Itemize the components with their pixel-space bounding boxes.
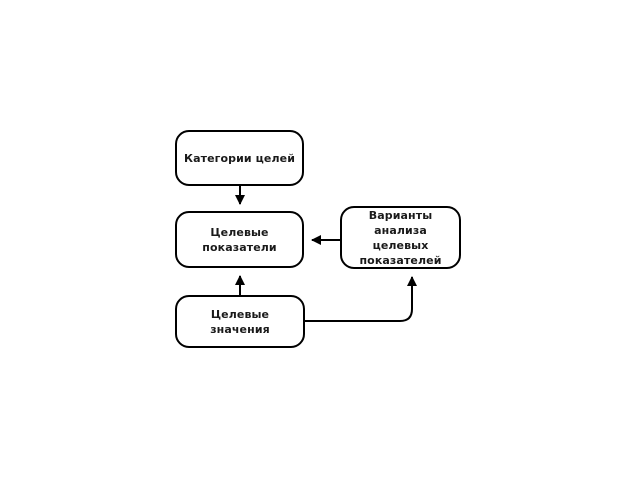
node-target-indicators-label: Целевые показатели [202,225,277,254]
node-analysis-options[interactable]: Варианты анализа целевых показателей [340,206,461,269]
node-target-values[interactable]: Целевые значения [175,295,305,348]
edge-values-to-options [305,276,417,322]
node-target-values-label: Целевые значения [210,307,270,336]
node-goal-categories[interactable]: Категории целей [175,130,304,186]
node-analysis-options-label: Варианты анализа целевых показателей [359,208,442,267]
node-goal-categories-label: Категории целей [183,151,295,165]
node-target-indicators[interactable]: Целевые показатели [175,211,304,268]
